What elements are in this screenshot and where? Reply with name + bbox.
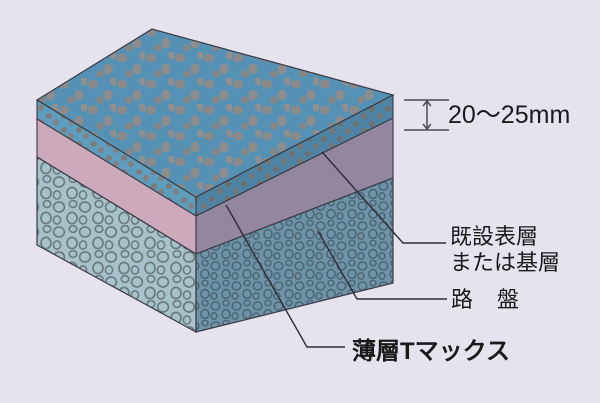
callout-existing-surface-label: 既設表層 または基層 [450, 224, 560, 276]
thickness-dimension-arrow [404, 99, 449, 131]
leader-product [225, 204, 345, 348]
callout-roadbed-label: 路 盤 [451, 287, 521, 312]
callout-leader-lines [225, 151, 447, 348]
callout-product-label: 薄層Tマックス [352, 338, 510, 365]
callout-existing-surface-line2: または基層 [450, 249, 561, 275]
leader-roadbed [317, 230, 447, 300]
leader-existing-surface [321, 151, 446, 244]
thickness-dimension-label: 20〜25mm [448, 101, 571, 129]
callout-existing-surface-line1: 既設表層 [450, 224, 539, 249]
